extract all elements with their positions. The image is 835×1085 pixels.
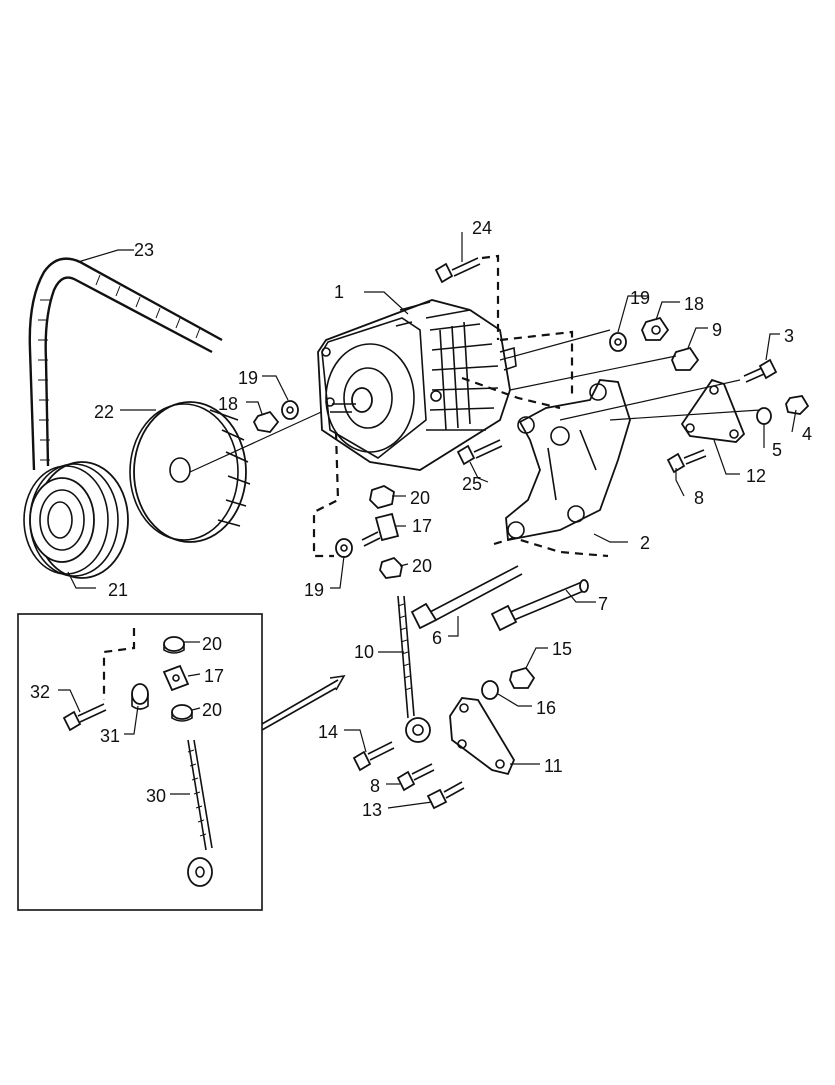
callout-3: 3 [784,326,794,346]
callout-24: 24 [472,218,492,238]
callout-19-mid: 19 [304,580,324,600]
callout-32: 32 [30,682,50,702]
callout-7: 7 [598,594,608,614]
callout-5: 5 [772,440,782,460]
bolt-13 [426,781,465,810]
drive-belt [28,257,223,471]
leader-lines [58,232,797,809]
callout-23: 23 [134,240,154,260]
callout-18-left: 18 [218,394,238,414]
washer-16 [481,680,499,700]
callout-4: 4 [802,424,812,444]
callout-20-top: 20 [410,488,430,508]
washer-19-left [281,400,299,420]
alternator [317,299,517,471]
washer-19-top [609,332,627,352]
bolt-24 [434,257,481,284]
callout-17-main: 17 [412,516,432,536]
inset-detail [17,613,346,911]
inset-rod-30 [187,739,213,887]
bolt-25 [456,439,503,466]
assembly-guides [312,254,761,558]
callout-20-inset-top: 20 [202,634,222,654]
callout-6: 6 [432,628,442,648]
nut-20-bottom [379,556,403,579]
callout-2: 2 [640,533,650,553]
washer-19-mid [335,538,353,558]
inset-bolt-32 [62,703,107,732]
adjusting-rod [397,595,431,743]
callout-21: 21 [108,580,128,600]
callout-19-top: 19 [630,288,650,308]
callout-20-inset-bottom: 20 [202,700,222,720]
callout-20-mid: 20 [412,556,432,576]
callout-18-top: 18 [684,294,704,314]
callout-12: 12 [746,466,766,486]
nut-18-top [641,316,670,341]
callout-30: 30 [146,786,166,806]
inset-nut-20-bottom [171,704,193,722]
inset-trunnion-17 [162,664,190,692]
callout-8-top: 8 [694,488,704,508]
crank-pulley [23,461,129,579]
callout-8-bottom: 8 [370,776,380,796]
callout-14: 14 [318,722,338,742]
nut-9 [671,346,700,371]
callout-22: 22 [94,402,114,422]
callout-16: 16 [536,698,556,718]
nut-20-top [369,485,395,510]
callout-17-inset: 17 [204,666,224,686]
inset-spacer-31 [131,683,149,710]
fan-pulley [129,401,331,543]
bolt-6 [410,565,523,630]
callout-31: 31 [100,726,120,746]
callout-1: 1 [334,282,344,302]
callout-9: 9 [712,320,722,340]
callout-15: 15 [552,639,572,659]
callout-13: 13 [362,800,382,820]
plate-11 [449,697,516,776]
callout-labels: 1 2 3 4 5 6 7 8 8 9 10 11 12 13 14 15 16… [30,218,812,820]
bolt-8-top [666,449,707,474]
nut-4 [785,395,810,415]
bolt-8-bottom [396,763,435,792]
plate-12 [680,378,746,443]
nut-15 [509,666,536,689]
callout-19-left: 19 [238,368,258,388]
callout-25: 25 [462,474,482,494]
bolt-7 [490,579,589,632]
callout-10: 10 [354,642,374,662]
bolt-3 [743,358,778,383]
bolt-14 [352,741,395,772]
nut-18-left [252,410,280,433]
mounting-bracket [505,379,631,542]
callout-11: 11 [544,756,563,776]
inset-nut-20-top [163,636,185,654]
trunnion-17 [361,512,400,547]
